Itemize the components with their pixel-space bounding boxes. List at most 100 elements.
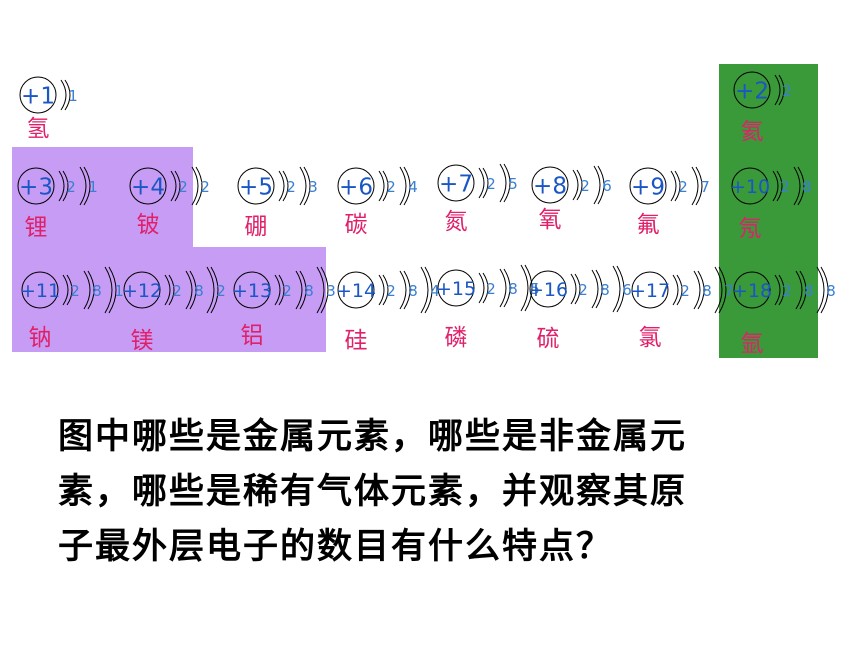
question-line-3: 子最外层电子的数目有什么特点？ — [58, 527, 614, 567]
electron-count: 2 — [578, 281, 588, 299]
nuclear-charge: +3 — [19, 174, 53, 200]
shell-arc — [282, 170, 289, 202]
shell-arc — [206, 266, 215, 314]
electron-shell-3: 5 — [520, 264, 540, 312]
nuclear-charge: +15 — [436, 278, 476, 300]
electron-shell-2: 7 — [691, 166, 710, 206]
shell-arc — [174, 170, 181, 202]
electron-shell-1: 2 — [274, 274, 292, 306]
nucleus-circle — [437, 269, 475, 307]
shell-arc — [572, 169, 579, 201]
electron-shell-3: 7 — [714, 266, 734, 314]
electron-count: 7 — [700, 178, 710, 196]
nuclear-charge: +5 — [239, 174, 273, 200]
nucleus-circle — [437, 164, 475, 202]
electron-count: 2 — [486, 175, 496, 193]
electron-shell-2: 6 — [593, 165, 612, 205]
electron-count: 8 — [804, 282, 814, 300]
shell-arc — [185, 270, 193, 310]
electron-count: 2 — [286, 178, 296, 196]
nucleus-circle — [733, 71, 771, 109]
shell-arc — [503, 163, 511, 203]
electron-count: 1 — [88, 178, 98, 196]
element-name: 钠 — [29, 325, 52, 351]
shell-arc — [482, 167, 489, 199]
nuclear-charge: +4 — [131, 174, 165, 200]
shell-arc — [170, 170, 177, 202]
element-name: 氮 — [445, 209, 468, 235]
element-name: 铍 — [137, 212, 160, 238]
nucleus-circle — [337, 167, 375, 205]
noble-gas-region — [719, 64, 818, 358]
nuclear-charge: +2 — [735, 78, 769, 104]
electron-shell-1: 1 — [60, 79, 78, 111]
electron-count: 2 — [580, 177, 590, 195]
electron-count: 8 — [600, 281, 610, 299]
shell-arc — [403, 270, 411, 310]
electron-count: 2 — [782, 82, 792, 100]
shell-arc — [576, 169, 583, 201]
shell-arc — [593, 165, 601, 205]
electron-shell-2: 8 — [185, 270, 204, 310]
shell-arc — [399, 166, 407, 206]
electron-shell-1: 2 — [670, 170, 688, 202]
element-name: 氩 — [741, 331, 764, 357]
shell-arc — [570, 273, 577, 305]
shell-arc — [278, 274, 285, 306]
electron-count: 6 — [602, 177, 612, 195]
element-name: 氟 — [637, 212, 660, 238]
shell-arc — [62, 274, 69, 306]
shell-arc — [591, 269, 599, 309]
question-line-2: 素，哪些是稀有气体元素，并观察其原 — [58, 472, 688, 512]
electron-shell-1: 2 — [774, 74, 792, 106]
electron-shell-1: 2 — [62, 274, 80, 306]
electron-count: 7 — [724, 282, 734, 300]
shell-arc — [670, 170, 677, 202]
element-name: 硅 — [345, 328, 368, 354]
electron-count: 4 — [408, 178, 418, 196]
nucleus-circle — [233, 271, 271, 309]
shell-arc — [797, 166, 805, 206]
electron-count: 3 — [308, 178, 318, 196]
shell-arc — [403, 166, 411, 206]
electron-shell-2: 3 — [299, 166, 318, 206]
shell-arc — [616, 265, 625, 313]
shell-arc — [424, 266, 433, 314]
shell-arc — [776, 170, 783, 202]
nuclear-charge: +7 — [439, 171, 473, 197]
electron-shell-3: 8 — [816, 266, 836, 314]
question-text: 图中哪些是金属元素，哪些是非金属元 素，哪些是稀有气体元素，并观察其原 子最外层… — [58, 410, 818, 575]
shell-arc — [195, 166, 203, 206]
electron-count: 8 — [802, 178, 812, 196]
shell-arc — [60, 79, 67, 111]
shell-arc — [816, 266, 825, 314]
shell-arc — [774, 74, 781, 106]
shell-arc — [87, 270, 95, 310]
electron-count: 2 — [386, 282, 396, 300]
shell-arc — [378, 274, 385, 306]
nuclear-charge: +14 — [336, 280, 376, 302]
electron-count: 2 — [178, 178, 188, 196]
nuclear-charge: +17 — [630, 280, 670, 302]
electron-shell-1: 2 — [278, 170, 296, 202]
shell-arc — [104, 266, 113, 314]
shell-arc — [295, 270, 303, 310]
electron-count: 5 — [530, 280, 540, 298]
nuclear-charge: +11 — [20, 280, 60, 302]
nuclear-charge: +13 — [232, 280, 272, 302]
shell-arc — [303, 166, 311, 206]
shell-arc — [597, 165, 605, 205]
electron-count: 2 — [216, 282, 226, 300]
electron-shell-1: 2 — [378, 170, 396, 202]
electron-shell-2: 2 — [191, 166, 210, 206]
electron-shell-1: 2 — [170, 170, 188, 202]
electron-count: 2 — [200, 178, 210, 196]
electron-shell-1: 2 — [672, 274, 690, 306]
electron-count: 3 — [326, 282, 336, 300]
electron-count: 2 — [66, 178, 76, 196]
